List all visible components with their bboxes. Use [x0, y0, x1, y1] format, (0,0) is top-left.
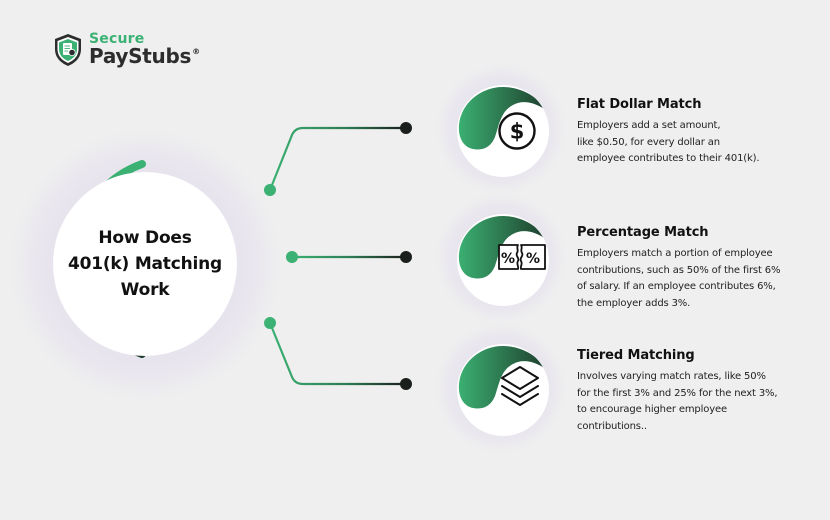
- center-title: How Does 401(k) Matching Work: [67, 228, 223, 300]
- registered-mark: ®: [192, 47, 200, 56]
- svg-text:$: $: [510, 120, 525, 144]
- brand-name-top: Secure: [89, 31, 145, 47]
- item-description: Employers match a portion of employee co…: [577, 248, 781, 309]
- brand-logo: Secure PayStubs®: [53, 32, 200, 68]
- green-swoosh-decoration: [458, 87, 547, 150]
- item-icon-circle: [457, 344, 549, 436]
- layers-icon: [501, 366, 539, 406]
- green-swoosh-decoration: [458, 216, 547, 279]
- item-description: Involves varying match rates, like 50% f…: [577, 371, 778, 432]
- item-tiered: Tiered Matching Involves varying match r…: [577, 348, 817, 435]
- item-title: Flat Dollar Match: [577, 97, 702, 112]
- percent-ticket-icon: % %: [498, 244, 546, 270]
- svg-text:%: %: [501, 251, 515, 267]
- item-percentage: Percentage Match Employers match a porti…: [577, 225, 817, 312]
- connector-flat-dollar: [264, 122, 412, 196]
- item-title: Tiered Matching: [577, 348, 695, 363]
- svg-text:%: %: [526, 251, 540, 267]
- brand-name-bottom: PayStubs®: [89, 44, 200, 68]
- item-title: Percentage Match: [577, 225, 709, 240]
- dollar-coin-icon: $: [498, 112, 536, 150]
- connector-percentage: [286, 251, 412, 263]
- shield-document-icon: [55, 34, 81, 66]
- center-circle: How Does 401(k) Matching Work: [53, 172, 237, 356]
- item-flat-dollar: Flat Dollar Match Employers add a set am…: [577, 97, 817, 168]
- item-description: Employers add a set amount, like $0.50, …: [577, 120, 760, 164]
- green-swoosh-decoration: [458, 346, 547, 409]
